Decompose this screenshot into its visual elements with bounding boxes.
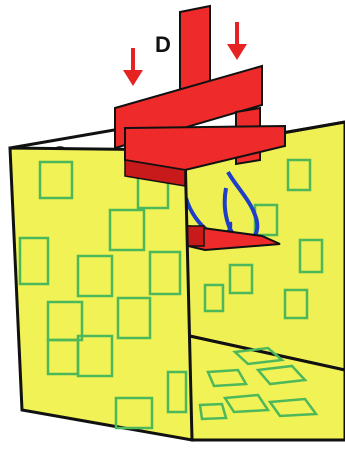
back-wall-squares	[203, 158, 324, 320]
down-arrow-icon	[123, 48, 143, 86]
floor-squares	[198, 346, 319, 421]
down-arrow-icon	[227, 22, 247, 60]
lever-assembly	[114, 4, 286, 187]
force-label: D	[155, 32, 171, 57]
